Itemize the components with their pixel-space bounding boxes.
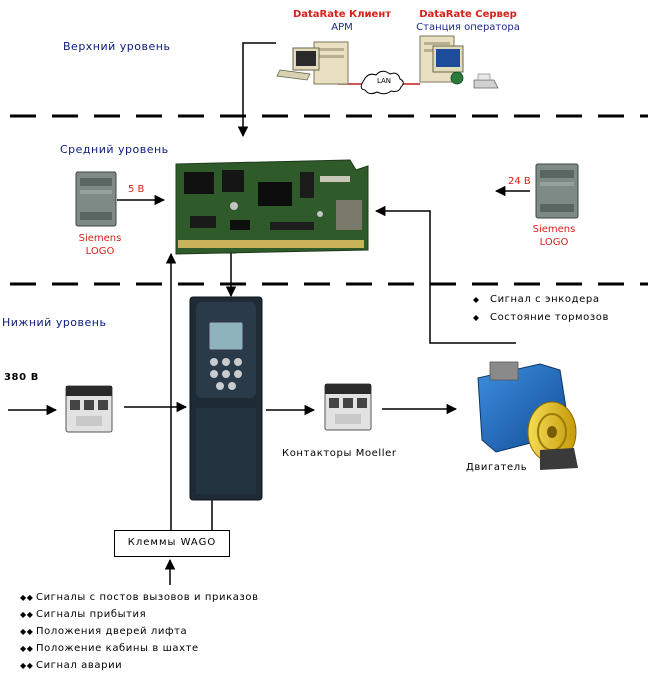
- lan-label: LAN: [376, 77, 392, 85]
- controller-board-image: [175, 159, 369, 255]
- wago-signal-text: Сигналы с постов вызовов и приказов: [36, 592, 259, 603]
- power-right-name-line1: Siemens: [532, 224, 576, 235]
- level-separators: [10, 114, 648, 286]
- level-label-top: Верхний уровень: [63, 40, 171, 53]
- connections: [8, 42, 530, 585]
- encoder-signal-1: Сигнал с энкодера: [490, 294, 600, 305]
- power-left-name: Siemens LOGO: [70, 232, 130, 258]
- siemens-logo-right-module: [535, 163, 579, 219]
- power-left-name-line1: Siemens: [78, 233, 122, 244]
- motor-image: [477, 361, 578, 470]
- encoder-bullet: [473, 315, 479, 321]
- client-pc-icon: [276, 41, 349, 85]
- encoder-signal-2: Состояние тормозов: [490, 312, 610, 323]
- double-diamond-icon: ◆◆: [20, 661, 34, 670]
- double-diamond-icon: ◆◆: [20, 593, 34, 602]
- lan-cloud-icon: [360, 70, 404, 95]
- printer-icon: [473, 79, 499, 89]
- double-diamond-icon: ◆◆: [20, 644, 34, 653]
- siemens-logo-left-module: [75, 171, 117, 227]
- wago-signal-item: ◆◆Сигналы прибытия: [20, 606, 259, 623]
- double-diamond-icon: ◆◆: [20, 610, 34, 619]
- power-left-voltage: 5 В: [128, 184, 145, 195]
- globe-icon: [450, 71, 464, 85]
- encoder-feedback-line: [374, 205, 516, 344]
- contactors-label: Контакторы Moeller: [282, 448, 397, 459]
- level-label-bottom: Нижний уровень: [2, 316, 107, 329]
- lan-link: [338, 70, 420, 95]
- server-title: DataRate Сервер: [419, 9, 517, 20]
- motor-label: Двигатель: [466, 462, 528, 473]
- encoder-bullet: [473, 297, 479, 303]
- wago-signal-text: Положение кабины в шахте: [36, 643, 199, 654]
- encoder-bullets: [473, 297, 479, 321]
- wago-signal-item: ◆◆Положение кабины в шахте: [20, 640, 259, 657]
- power-right-name-line2: LOGO: [539, 237, 569, 248]
- drive-unit-image: [189, 296, 263, 501]
- supply-voltage-label: 380 В: [4, 372, 39, 383]
- wago-signal-item: ◆◆Положения дверей лифта: [20, 623, 259, 640]
- wago-signal-list: ◆◆Сигналы с постов вызовов и приказов ◆◆…: [20, 589, 259, 674]
- client-to-controller-line: [237, 42, 276, 138]
- client-title: DataRate Клиент: [292, 9, 392, 20]
- wago-signal-text: Сигналы прибытия: [36, 609, 147, 620]
- wago-signal-item: ◆◆Сигнал аварии: [20, 657, 259, 674]
- level-label-middle: Средний уровень: [60, 143, 169, 156]
- wago-terminals-box: Клеммы WAGO: [114, 530, 230, 557]
- server-subtitle: Станция оператора: [416, 22, 520, 33]
- server-pc-icon: [419, 35, 499, 89]
- wago-signal-text: Положения дверей лифта: [36, 626, 188, 637]
- wago-signal-text: Сигнал аварии: [36, 660, 123, 671]
- power-left-name-line2: LOGO: [85, 246, 115, 257]
- contactor-output-image: [324, 383, 372, 431]
- client-subtitle: АРМ: [331, 22, 353, 33]
- wago-signal-item: ◆◆Сигналы с постов вызовов и приказов: [20, 589, 259, 606]
- power-right-voltage: 24 В: [508, 176, 531, 187]
- contactor-input-image: [65, 385, 113, 433]
- double-diamond-icon: ◆◆: [20, 627, 34, 636]
- power-right-name: Siemens LOGO: [524, 223, 584, 249]
